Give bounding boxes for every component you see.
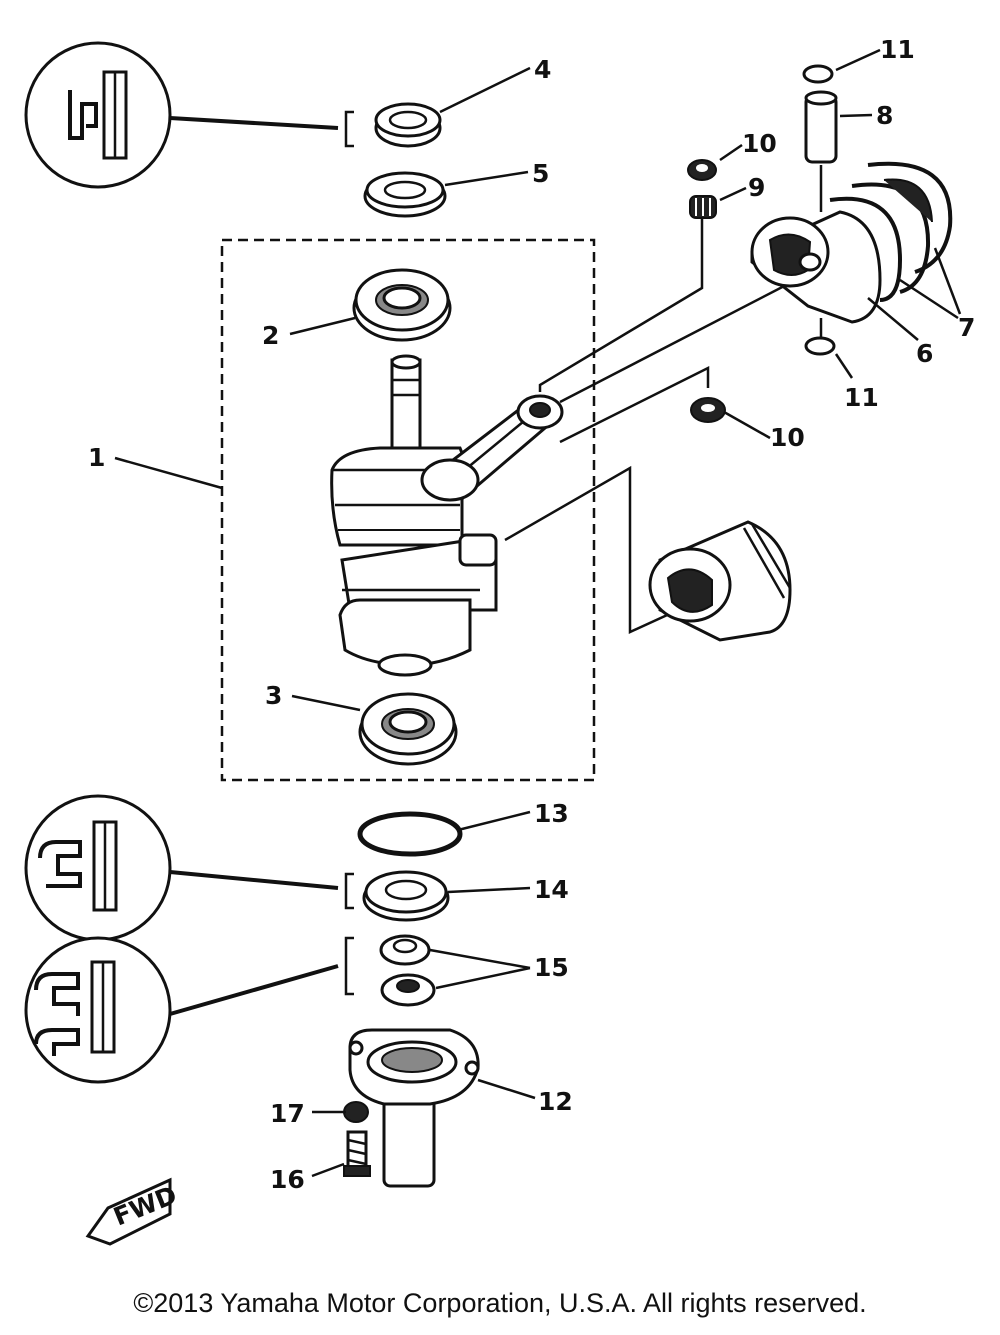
callout-14: 14 [534,875,569,904]
callout-16: 16 [270,1165,305,1194]
leader-rod-to-washer-10 [559,365,710,444]
connecting-rod [420,394,564,502]
bolt-16 [343,1130,371,1177]
oil-seal-4 [374,102,442,148]
piston-6 [750,210,882,324]
grease-circle-bottom [24,936,354,1084]
callout-4: 4 [534,55,551,84]
callout-13: 13 [534,799,569,828]
oil-seal-14 [362,870,450,922]
o-ring-13 [357,811,463,857]
callout-2: 2 [262,321,279,350]
crankshaft [330,354,498,677]
callout-8: 8 [876,101,893,130]
callout-7: 7 [958,313,975,342]
circlip-11-top [802,64,834,84]
leader-rod-to-piston-pin [559,280,793,404]
ball-bearing-2 [352,268,452,342]
copyright-notice: ©2013 Yamaha Motor Corporation, U.S.A. A… [133,1288,867,1318]
leader-rod-to-bearing-9 [538,215,704,392]
callout-10-top: 10 [742,129,777,158]
callout-10-bottom: 10 [770,423,805,452]
forward-direction-arrow: FWD [85,1177,181,1246]
exploded-parts-diagram: FWD 4 5 2 3 1 11 8 10 9 10 11 6 7 13 14 … [24,35,975,1246]
washer-17 [343,1101,369,1123]
callout-6: 6 [916,339,933,368]
callout-5: 5 [532,159,549,188]
grease-circle-middle [24,794,354,942]
callout-9: 9 [748,173,765,202]
grease-circle-top [24,41,354,189]
piston-rings-7 [829,161,953,302]
ball-bearing-3 [358,692,458,766]
callout-3: 3 [265,681,282,710]
callout-15: 15 [534,953,569,982]
oil-seal-15-lower [380,973,436,1007]
leader-crank-to-alt-piston [504,465,701,634]
needle-bearing-9 [689,195,717,219]
callout-11-bottom: 11 [844,383,879,412]
callout-12: 12 [538,1087,573,1116]
crankshaft-assembly-box [220,238,596,782]
circlip-11-bottom [804,336,836,356]
piston-pin-8 [804,90,838,164]
washer-10-bottom [690,397,726,423]
washer-10-top [687,159,717,181]
piston-alternate-view [648,520,792,642]
callout-11-top: 11 [880,35,915,64]
lower-housing-12 [348,1028,480,1188]
oil-seal-15-upper [379,934,431,966]
oil-seal-5 [363,171,447,218]
callout-17: 17 [270,1099,305,1128]
callout-1: 1 [88,443,105,472]
